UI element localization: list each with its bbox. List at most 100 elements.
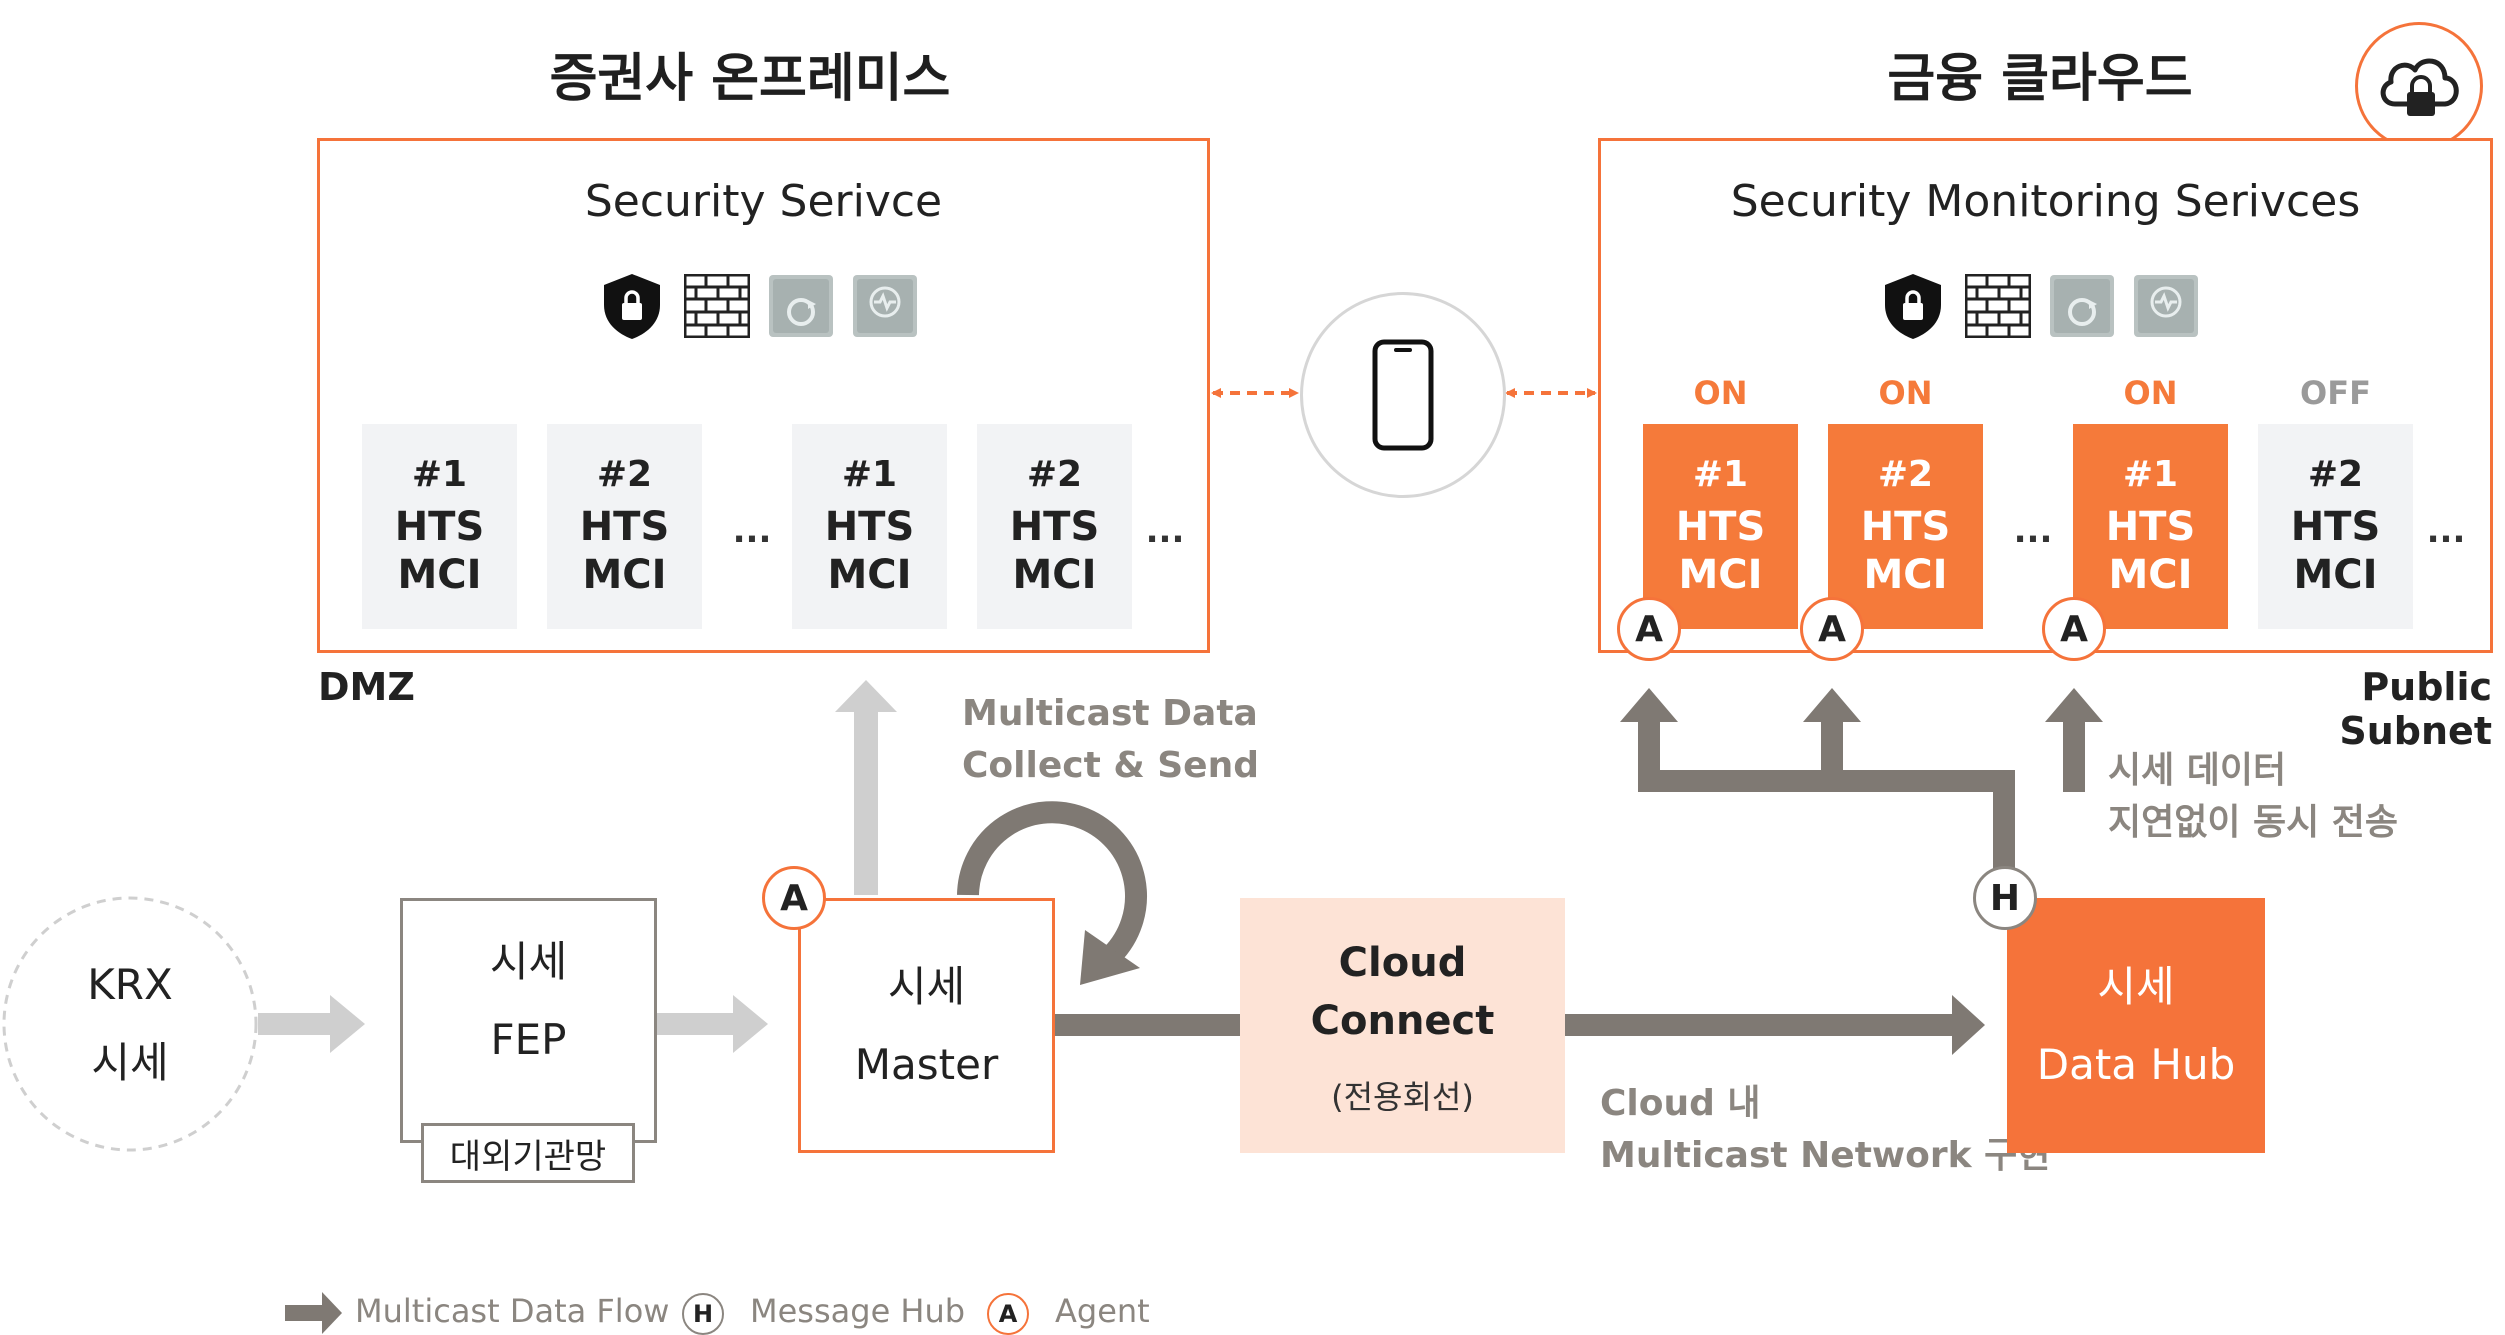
heading-onprem: 증권사 온프레미스 [549, 48, 951, 109]
mci-number: #2 [2307, 453, 2364, 495]
mci-name-line2: MCI [1863, 552, 1948, 599]
mobile-device-node [1300, 292, 1506, 498]
arrow-fep-to-master [655, 995, 768, 1053]
cloud-mci-card-on: #1 HTS MCI [1643, 424, 1798, 629]
onprem-ellipsis: ... [1145, 511, 1185, 551]
cloud-connect-node: Cloud Connect (전용회선) [1240, 898, 1565, 1153]
cloud-connect-line2: Connect [1310, 997, 1495, 1044]
data-hub-node: 시세 Data Hub [2007, 898, 2265, 1153]
mci-name-line1: HTS [824, 503, 915, 550]
note-line: 지연없이 동시 전송 [2108, 802, 2399, 843]
line-master-to-cloudconnect [1055, 1014, 1240, 1036]
external-network-label: 대외기관망 [421, 1123, 635, 1183]
cloud-connect-line1: Cloud [1338, 939, 1467, 986]
mci-number: #1 [841, 453, 898, 495]
arrow-cloudconnect-to-datahub [1565, 995, 1985, 1055]
onprem-security-icons [600, 271, 930, 341]
mci-name-line1: HTS [1009, 503, 1100, 550]
firewall-icon [684, 274, 750, 338]
mci-name-line2: MCI [2108, 552, 2193, 599]
sync-transfer-note: 시세 데이터 지연없이 동시 전송 [2108, 745, 2398, 849]
note-line: Multicast Network 구현 [1600, 1135, 2051, 1176]
arrow-datahub-to-mci [1620, 688, 2103, 900]
mci-name-line2: MCI [1678, 552, 1763, 599]
mci-name-line2: MCI [1012, 552, 1097, 599]
cloud-ellipsis: ... [2013, 511, 2053, 551]
heading-financial-cloud: 금융 클라우드 [1887, 48, 2193, 109]
note-line: Collect & Send [962, 745, 1259, 786]
cloud-mci-card-off: #2 HTS MCI [2258, 424, 2413, 629]
note-line: Cloud 내 [1600, 1083, 1761, 1124]
master-node: 시세 Master [798, 898, 1055, 1153]
mci-state-label: OFF [2300, 374, 2371, 412]
onprem-ellipsis: ... [732, 511, 772, 551]
sync-device-icon [769, 275, 833, 337]
mci-name-line2: MCI [582, 552, 667, 599]
mci-number: #1 [1692, 453, 1749, 495]
agent-badge: A [1617, 597, 1681, 661]
public-subnet-label: Public Subnet [2339, 665, 2492, 753]
mci-state-label: ON [1693, 374, 1748, 412]
cloud-network-note: Cloud 내 Multicast Network 구현 [1600, 1078, 2050, 1182]
arrow-krx-to-fep [258, 995, 365, 1053]
onprem-mci-card: #1 HTS MCI [792, 424, 947, 629]
mci-number: #2 [1877, 453, 1934, 495]
master-line2: Master [854, 1039, 999, 1089]
agent-badge: A [2042, 597, 2106, 661]
legend-flow-arrow [285, 1292, 342, 1334]
mci-number: #2 [1026, 453, 1083, 495]
fep-line1: 시세 [489, 936, 568, 986]
mci-name-line2: MCI [2293, 552, 2378, 599]
arrow-master-loop [957, 801, 1147, 985]
mci-name-line1: HTS [579, 503, 670, 550]
dmz-label: DMZ [318, 665, 415, 709]
mci-state-label: ON [1878, 374, 1933, 412]
onprem-mci-card: #2 HTS MCI [547, 424, 702, 629]
mci-number: #1 [2122, 453, 2179, 495]
onprem-security-service-box: Security Serivce [317, 138, 1210, 653]
legend-flow-label: Multicast Data Flow [355, 1292, 670, 1330]
mci-number: #1 [411, 453, 468, 495]
mci-name-line1: HTS [2290, 503, 2381, 550]
krx-circle-outline [2, 896, 258, 1152]
mci-number: #2 [596, 453, 653, 495]
legend-hub-label: Message Hub [750, 1292, 966, 1330]
fep-node: 시세 FEP [400, 898, 657, 1143]
smartphone-icon [1372, 339, 1434, 451]
message-hub-badge: H [1973, 866, 2037, 930]
arrow-master-to-dmz [835, 680, 897, 895]
cloud-ellipsis: ... [2426, 511, 2466, 551]
note-line: 시세 데이터 [2108, 750, 2287, 791]
legend-agent-label: Agent [1055, 1292, 1150, 1330]
cloud-mci-card-on: #1 HTS MCI [2073, 424, 2228, 629]
mci-name-line1: HTS [1860, 503, 1951, 550]
agent-badge: A [1800, 597, 1864, 661]
note-line: Multicast Data [962, 693, 1258, 734]
mci-state-label: ON [2123, 374, 2178, 412]
agent-badge: A [762, 866, 826, 930]
master-line1: 시세 [887, 961, 966, 1011]
cloud-lock-icon [2355, 22, 2483, 150]
firewall-icon [1965, 274, 2031, 338]
shield-lock-icon [1885, 274, 1941, 339]
mci-name-line2: MCI [827, 552, 912, 599]
krx-node: KRX 시세 [4, 898, 256, 1150]
krx-line1: KRX [87, 960, 173, 1009]
shield-lock-icon [604, 274, 660, 339]
mci-name-line1: HTS [394, 503, 485, 550]
monitor-device-icon [2134, 275, 2198, 337]
cloud-mci-card-on: #2 HTS MCI [1828, 424, 1983, 629]
onprem-mci-card: #1 HTS MCI [362, 424, 517, 629]
cloud-box-title: Security Monitoring Serivces [1730, 175, 2361, 227]
data-hub-line2: Data Hub [2036, 1039, 2236, 1089]
krx-line2: 시세 [91, 1038, 169, 1087]
monitor-device-icon [853, 275, 917, 337]
legend-hub-badge: H [682, 1293, 724, 1335]
fep-line2: FEP [490, 1014, 567, 1064]
mci-name-line2: MCI [397, 552, 482, 599]
sync-device-icon [2050, 275, 2114, 337]
onprem-mci-card: #2 HTS MCI [977, 424, 1132, 629]
multicast-collect-note: Multicast Data Collect & Send [962, 688, 1259, 792]
mci-name-line1: HTS [1675, 503, 1766, 550]
